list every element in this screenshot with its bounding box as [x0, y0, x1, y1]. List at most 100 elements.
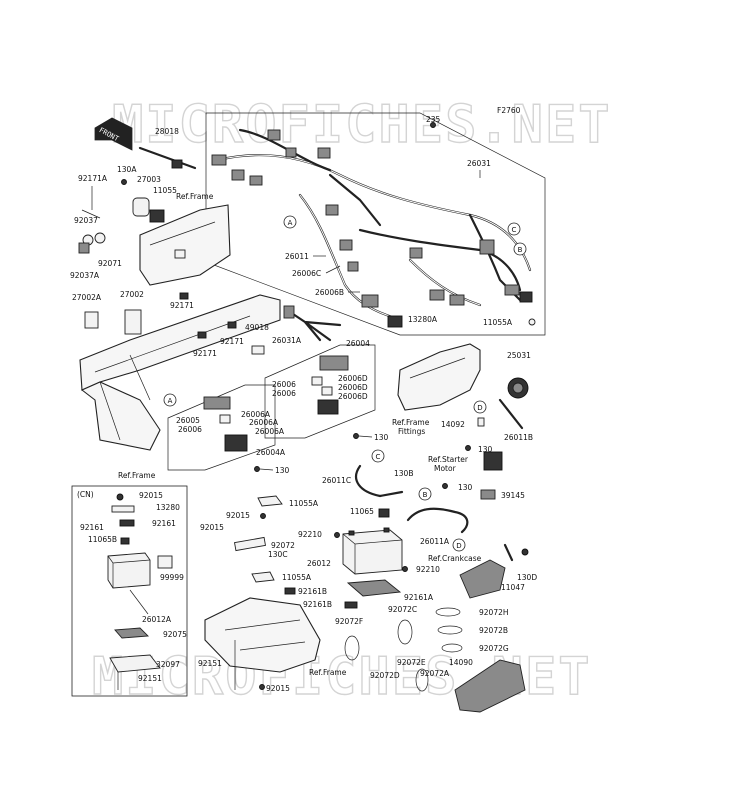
cn-battery — [107, 552, 151, 589]
ref-circle-d-2: D — [456, 542, 461, 550]
label-130-b: 130 — [275, 466, 290, 475]
label-ref-frame-1: Ref.Frame — [176, 192, 214, 201]
label-130D: 130D — [517, 573, 537, 582]
label-92015-c: 92015 — [266, 684, 290, 693]
label-26006A-2: 26006A — [249, 418, 279, 427]
label-27002: 27002 — [120, 290, 144, 299]
label-130-c: 130 — [478, 445, 493, 454]
label-26006D-3: 26006D — [338, 392, 368, 401]
ref-circle-a-2: A — [168, 397, 173, 405]
ref-circle-c-2: C — [376, 453, 381, 461]
label-11055A: 11055A — [483, 318, 513, 327]
label-27002A: 27002A — [72, 293, 102, 302]
cn-label-13280: 13280 — [156, 503, 180, 512]
cover-25031 — [397, 343, 481, 411]
frame-chassis — [79, 294, 281, 451]
label-92151: 92151 — [198, 659, 222, 668]
label-26031A: 26031A — [272, 336, 302, 345]
watermark-top: MICROFICHES.NET — [111, 94, 612, 155]
label-26006D-1: 26006D — [338, 374, 368, 383]
ref-circle-a-1: A — [288, 219, 293, 227]
label-11065: 11065 — [350, 507, 374, 516]
cn-label-92151: 92151 — [138, 674, 162, 683]
cn-label-99999: 99999 — [160, 573, 184, 582]
bolt-235-icon — [430, 122, 436, 128]
label-26011C: 26011C — [322, 476, 351, 485]
cn-label-92161-b: 92161 — [152, 519, 176, 528]
label-92171-b: 92171 — [220, 337, 244, 346]
relay-group-frame-26004A — [167, 384, 276, 471]
label-14092: 14092 — [441, 420, 465, 429]
front-arrow-icon: FRONT — [94, 117, 133, 151]
label-26004: 26004 — [346, 339, 370, 348]
cn-label-92161-a: 92161 — [80, 523, 104, 532]
cover-14090 — [454, 659, 526, 713]
cn-variant-box — [71, 485, 188, 697]
label-ref-frame-fittings-2: Fittings — [398, 427, 425, 436]
label-26012: 26012 — [307, 559, 331, 568]
label-92072C: 92072C — [388, 605, 417, 614]
label-92161B-2: 92161B — [303, 600, 332, 609]
battery-mat — [346, 579, 402, 597]
battery-tray — [204, 597, 321, 690]
frame-bracket-upper — [139, 204, 231, 286]
label-11047: 11047 — [501, 583, 525, 592]
label-26011A: 26011A — [420, 537, 450, 546]
label-26006B: 26006B — [315, 288, 344, 297]
label-11055A-2: 11055A — [289, 499, 319, 508]
label-14090: 14090 — [449, 658, 473, 667]
label-92072E: 92072E — [397, 658, 426, 667]
label-92171-a: 92171 — [170, 301, 194, 310]
ref-circle-b-1: B — [518, 246, 523, 254]
label-ref-starter-2: Motor — [434, 464, 457, 473]
cn-label-92075: 92075 — [163, 630, 187, 639]
label-ref-frame-2: Ref.Frame — [118, 471, 156, 480]
label-ref-crankcase: Ref.Crankcase — [428, 554, 482, 563]
label-26006A-1: 26006A — [241, 410, 271, 419]
label-92210-b: 92210 — [416, 565, 440, 574]
label-92171A: 92171A — [78, 174, 108, 183]
label-26004A: 26004A — [256, 448, 286, 457]
label-92072A: 92072A — [420, 669, 450, 678]
label-11055: 11055 — [153, 186, 177, 195]
label-26006-a: 26006 — [272, 380, 296, 389]
label-49018: 49018 — [245, 323, 269, 332]
label-92072B: 92072B — [479, 626, 508, 635]
label-13280A: 13280A — [408, 315, 438, 324]
label-25031: 25031 — [507, 351, 531, 360]
label-92071: 92071 — [98, 259, 122, 268]
label-235: 235 — [426, 115, 441, 124]
label-ref-frame-3: Ref.Frame — [309, 668, 347, 677]
watermark-text-top: MICROFICHES.NET — [112, 95, 612, 155]
label-130A: 130A — [117, 165, 137, 174]
label-26006C: 26006C — [292, 269, 321, 278]
label-92072F: 92072F — [335, 617, 363, 626]
label-92037: 92037 — [74, 216, 98, 225]
label-92072D: 92072D — [370, 671, 400, 680]
label-11055A-3: 11055A — [282, 573, 312, 582]
label-92161A: 92161A — [404, 593, 434, 602]
cn-label-92015: 92015 — [139, 491, 163, 500]
label-ref-frame-fittings-1: Ref.Frame — [392, 418, 430, 427]
battery-26012 — [342, 527, 403, 575]
label-92037A: 92037A — [70, 271, 100, 280]
label-130-d: 130 — [458, 483, 473, 492]
label-39145: 39145 — [501, 491, 525, 500]
cn-label-32097: 32097 — [156, 660, 180, 669]
label-26031: 26031 — [467, 159, 491, 168]
label-92015-a: 92015 — [226, 511, 250, 520]
label-92171-c: 92171 — [193, 349, 217, 358]
label-26006A-3: 26006A — [255, 427, 285, 436]
battery-cable-28018 — [138, 146, 197, 170]
label-26006D-2: 26006D — [338, 383, 368, 392]
cn-label-26012A: 26012A — [142, 615, 172, 624]
relay-group-frame-26004 — [264, 344, 376, 439]
label-28018: 28018 — [155, 127, 179, 136]
label-26011B: 26011B — [504, 433, 533, 442]
label-130B: 130B — [394, 469, 413, 478]
wiring-harness-main — [211, 128, 533, 328]
label-130C: 130C — [268, 550, 288, 559]
ref-circle-b-2: B — [423, 491, 428, 499]
ref-circle-c-1: C — [512, 226, 517, 234]
label-26006-c: 26006 — [178, 425, 202, 434]
